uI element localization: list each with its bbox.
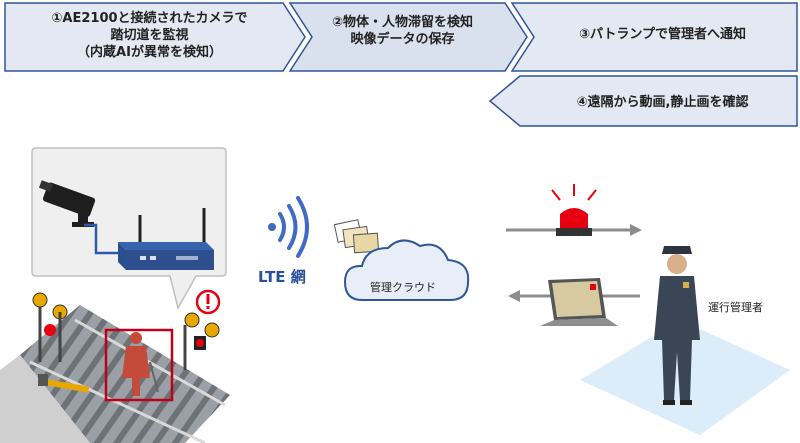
- operator-label: 運行管理者: [708, 301, 763, 314]
- step4-arrow: [488, 75, 798, 127]
- patrol-lamp-icon: [551, 184, 597, 236]
- step4-text: ④遠隔から動画,静止画を確認: [576, 95, 749, 110]
- ae2100-router-icon: [118, 208, 214, 270]
- step1-line2: 踏切道を監視: [110, 28, 189, 43]
- cloud-label: 管理クラウド: [370, 281, 436, 294]
- camera-cable: [84, 223, 118, 255]
- system-illustration: [0, 147, 790, 443]
- step2-text: ②物体・人物滞留を検知 映像データの保存: [310, 14, 495, 48]
- step1-arrow: [4, 2, 306, 72]
- detected-person: [104, 328, 174, 402]
- cloud-icon: [343, 239, 470, 301]
- step1-line3: （内蔵AIが異常を検知）: [77, 45, 222, 60]
- step3-arrow: [510, 2, 798, 72]
- step2-arrow: [288, 2, 528, 72]
- lte-network-label: LTE 網: [258, 268, 306, 286]
- laptop-icon: [540, 278, 618, 326]
- railroad-crossing-right-icon: [183, 312, 220, 370]
- camera-callout: [31, 147, 227, 311]
- step1-text: ①AE2100と接続されたカメラで 踏切道を監視 （内蔵AIが異常を検知）: [22, 10, 277, 61]
- step1-line1: ①AE2100と接続されたカメラで: [51, 11, 248, 26]
- step3-text: ③パトランプで管理者へ通知: [578, 27, 746, 42]
- process-flow: [4, 2, 798, 127]
- step2-line1: ②物体・人物滞留を検知: [331, 15, 473, 30]
- step2-line2: 映像データの保存: [350, 32, 455, 47]
- warning-icon: [195, 289, 221, 315]
- security-camera-icon: [38, 180, 96, 227]
- wireless-signal-icon: [268, 196, 309, 258]
- operator-person-icon: [654, 246, 700, 405]
- railroad-crossing-icon: [32, 292, 90, 393]
- image-stack-icon: [333, 219, 380, 254]
